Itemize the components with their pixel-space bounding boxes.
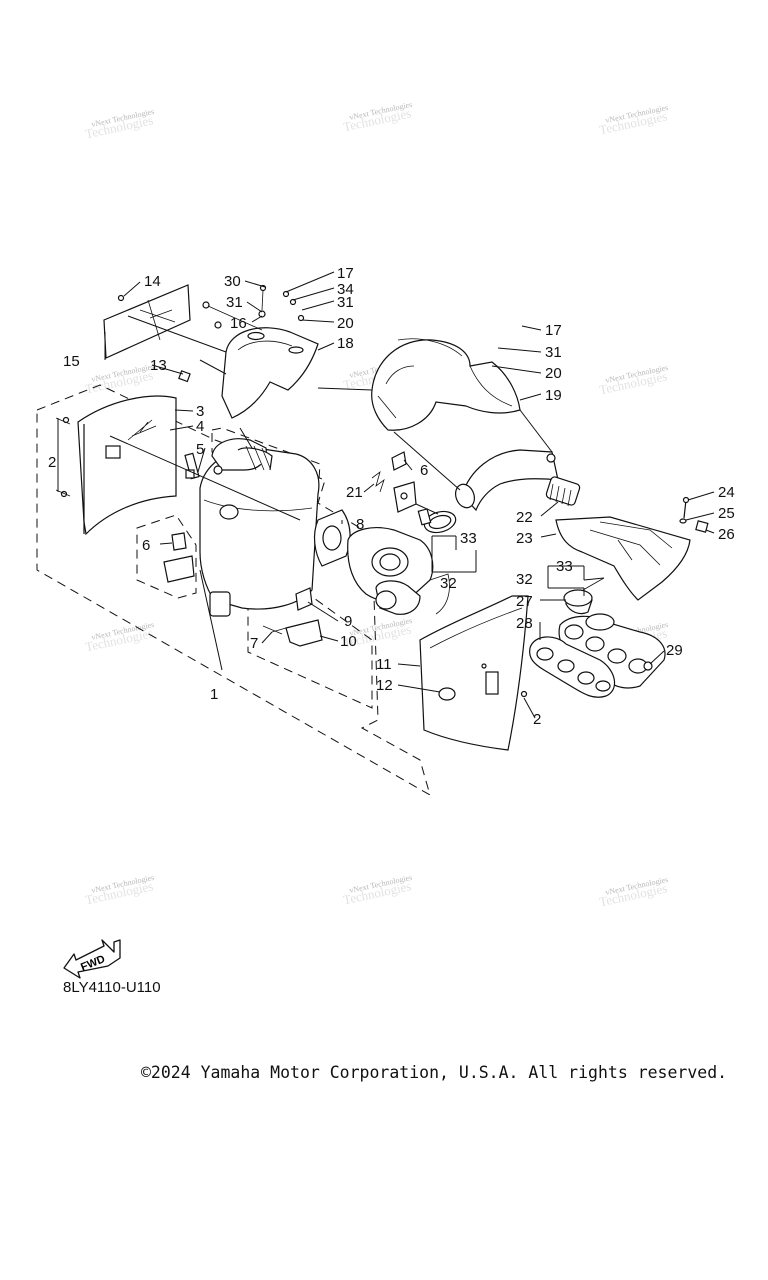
callout-34: 34: [337, 281, 354, 298]
callout-33: 33: [556, 558, 573, 575]
callout-31: 31: [337, 294, 354, 311]
callout-3: 3: [196, 403, 204, 420]
exhaust-pipe: [454, 449, 581, 512]
callout-31: 31: [226, 294, 243, 311]
callout-29: 29: [666, 642, 683, 659]
leader-lines: [57, 271, 715, 719]
callout-23: 23: [516, 530, 533, 547]
callout-10: 10: [340, 633, 357, 650]
callout-11: 11: [376, 656, 392, 673]
watermark: Technologies vNext Technologies: [84, 873, 155, 908]
rubber-mount-lower: [163, 532, 195, 583]
assembly-outline-4: [211, 427, 321, 496]
manifold-gasket: [529, 636, 653, 698]
callout-6: 6: [420, 462, 428, 479]
callout-17: 17: [545, 322, 562, 339]
callout-17: 17: [337, 265, 354, 282]
callout-30: 30: [224, 273, 241, 290]
lower-heat-shield: [419, 595, 529, 751]
callout-14: 14: [144, 273, 161, 290]
callout-4: 4: [196, 418, 204, 435]
clip: [178, 370, 191, 383]
watermark: Technologies vNext Technologies: [598, 875, 669, 910]
rubber-mount-upper: [371, 451, 417, 513]
muffler: [184, 438, 320, 617]
callouts: 14 30 31 17 34 31 16 20 18 17 31 20 19 1…: [48, 265, 735, 728]
callout-31: 31: [545, 344, 562, 361]
mount-bracket: [262, 587, 323, 647]
callout-19: 19: [545, 387, 562, 404]
callout-12: 12: [376, 677, 393, 694]
callout-13: 13: [150, 357, 167, 374]
watermark: Technologies vNext Technologies: [84, 620, 155, 655]
assembly-outline-1: [36, 384, 431, 797]
callout-32: 32: [516, 571, 533, 588]
watermark: Technologies vNext Technologies: [84, 362, 155, 397]
turbocharger: [347, 527, 450, 615]
watermark: Technologies vNext Technologies: [84, 107, 155, 142]
callout-18: 18: [337, 335, 354, 352]
callout-26: 26: [718, 526, 735, 543]
watermark: Technologies vNext Technologies: [598, 103, 669, 138]
hose-clamp-upper: [417, 508, 457, 534]
parts: [55, 284, 709, 751]
hose-clamp-lower: [563, 589, 593, 607]
callout-20: 20: [337, 315, 354, 332]
callout-25: 25: [718, 505, 735, 522]
callout-28: 28: [516, 615, 533, 632]
cover-fasteners: [679, 496, 709, 533]
exhaust-gasket: [313, 509, 351, 567]
exhaust-chamber: [371, 338, 521, 431]
callout-8: 8: [356, 516, 364, 533]
callout-2: 2: [533, 711, 541, 728]
callout-16: 16: [230, 315, 247, 332]
callout-33: 33: [460, 530, 477, 547]
callout-7: 7: [250, 635, 258, 652]
manifold-cover: [555, 516, 691, 601]
watermark: Technologies vNext Technologies: [342, 873, 413, 908]
heat-shield-plate: [103, 284, 191, 359]
callout-15: 15: [63, 353, 80, 370]
watermarks: Technologies vNext Technologies Technolo…: [84, 100, 669, 910]
callout-27: 27: [516, 593, 533, 610]
front-heat-shield: [55, 395, 177, 536]
callout-5: 5: [196, 441, 204, 458]
assembly-outline-2: [136, 514, 197, 599]
part-code: 8LY4110-U110: [63, 979, 161, 996]
watermark: Technologies vNext Technologies: [598, 363, 669, 398]
copyright-notice: ©2024 Yamaha Motor Corporation, U.S.A. A…: [141, 1063, 728, 1082]
callout-20: 20: [545, 365, 562, 382]
upper-cover: [221, 327, 319, 419]
fwd-arrow-icon: FWD: [63, 939, 121, 979]
callout-2: 2: [48, 454, 56, 471]
watermark: Technologies vNext Technologies: [342, 100, 413, 135]
callout-6: 6: [142, 537, 150, 554]
callout-24: 24: [718, 484, 735, 501]
callout-1: 1: [210, 686, 218, 703]
callout-32: 32: [440, 575, 457, 592]
callout-9: 9: [344, 613, 352, 630]
upper-bolts: [202, 284, 305, 331]
callout-22: 22: [516, 509, 533, 526]
callout-21: 21: [346, 484, 363, 501]
grommet: [185, 469, 195, 479]
